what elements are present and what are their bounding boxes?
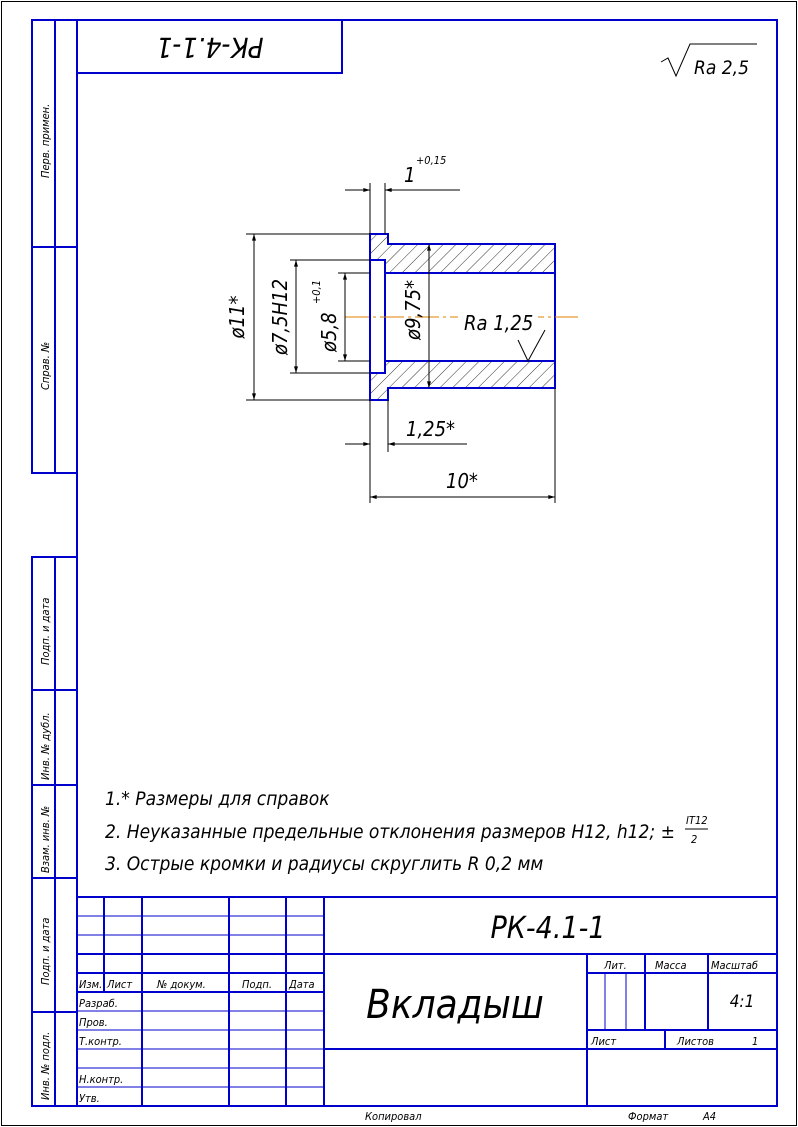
sheet-label: Лист xyxy=(590,1035,616,1048)
role-norm-control: Н.контр. xyxy=(79,1073,123,1086)
header-change: Изм. xyxy=(79,978,102,991)
role-approved: Утв. xyxy=(79,1092,100,1105)
part-name: Вкладыш xyxy=(366,982,544,1028)
note-2: 2. Неуказанные предельные отклонения раз… xyxy=(105,821,675,843)
lit-label: Лит. xyxy=(603,959,627,972)
header-document: № докум. xyxy=(156,978,206,991)
note-2-fraction-denominator: 2 xyxy=(691,833,697,846)
general-roughness: Ra 2,5 xyxy=(660,43,757,79)
dimensions: 1 +0,15 ø11* ø7,5H12 ø5,8 +0,1 ø9,75* Ra… xyxy=(225,154,556,503)
dim-bore-dia-tol: +0,1 xyxy=(310,280,323,304)
dim-flange-bore-dia: ø7,5H12 xyxy=(268,279,292,356)
strip-label: Перв. примен. xyxy=(39,104,52,178)
sheets-count: 1 xyxy=(752,1035,758,1048)
technical-notes: 1.* Размеры для справок 2. Неуказанные п… xyxy=(105,788,708,875)
strip-label: Взам. инв. № xyxy=(39,806,52,873)
strip-label: Справ. № xyxy=(39,342,52,390)
dim-flange-width-tol: +0,15 xyxy=(416,154,446,167)
side-strip: Перв. примен. Справ. № Подп. и дата Инв.… xyxy=(31,19,78,1107)
role-checker: Пров. xyxy=(79,1016,108,1029)
strip-label: Подп. и дата xyxy=(39,598,52,665)
copied-label: Копировал xyxy=(365,1110,422,1123)
designation: РК-4.1-1 xyxy=(491,911,606,946)
roughness-sign xyxy=(517,329,546,363)
general-roughness-value: Ra 2,5 xyxy=(694,57,749,79)
scale-value: 4:1 xyxy=(730,992,755,1012)
dim-body-outer-dia: ø9,75* xyxy=(401,280,425,341)
strip-label: Инв. № подл. xyxy=(39,1032,52,1100)
header-signature: Подп. xyxy=(242,978,272,991)
scale-label: Масштаб xyxy=(711,959,758,972)
note-3: 3. Острые кромки и радиусы скруглить R 0… xyxy=(105,853,543,875)
note-1: 1.* Размеры для справок xyxy=(105,788,330,810)
format-value: А4 xyxy=(702,1110,716,1123)
header-sheet: Лист xyxy=(106,978,132,991)
dim-flange-width: 1 xyxy=(404,163,415,187)
mass-label: Масса xyxy=(655,959,687,972)
format-label: Формат xyxy=(628,1110,668,1123)
sheets-label: Листов xyxy=(676,1035,714,1048)
note-2-fraction-numerator: IT12 xyxy=(686,814,708,827)
rotated-designation: РК-4.1-1 xyxy=(156,31,263,64)
surface-roughness: Ra 1,25 xyxy=(464,311,533,335)
dim-bore-dia: ø5,8 xyxy=(317,312,341,353)
dim-total-length: 10* xyxy=(446,469,478,493)
main-frame: РК-4.1-1 xyxy=(76,19,778,1107)
title-block: Изм. Лист № докум. Подп. Дата Разраб. Пр… xyxy=(77,896,777,1123)
strip-label: Инв. № дубл. xyxy=(39,712,52,780)
header-date: Дата xyxy=(288,978,315,991)
dim-step-length: 1,25* xyxy=(406,417,455,441)
dim-outer-flange-dia: ø11* xyxy=(225,296,249,340)
strip-label: Подп. и дата xyxy=(39,918,52,985)
role-tech-control: Т.контр. xyxy=(79,1035,122,1048)
role-developer: Разраб. xyxy=(79,997,118,1010)
